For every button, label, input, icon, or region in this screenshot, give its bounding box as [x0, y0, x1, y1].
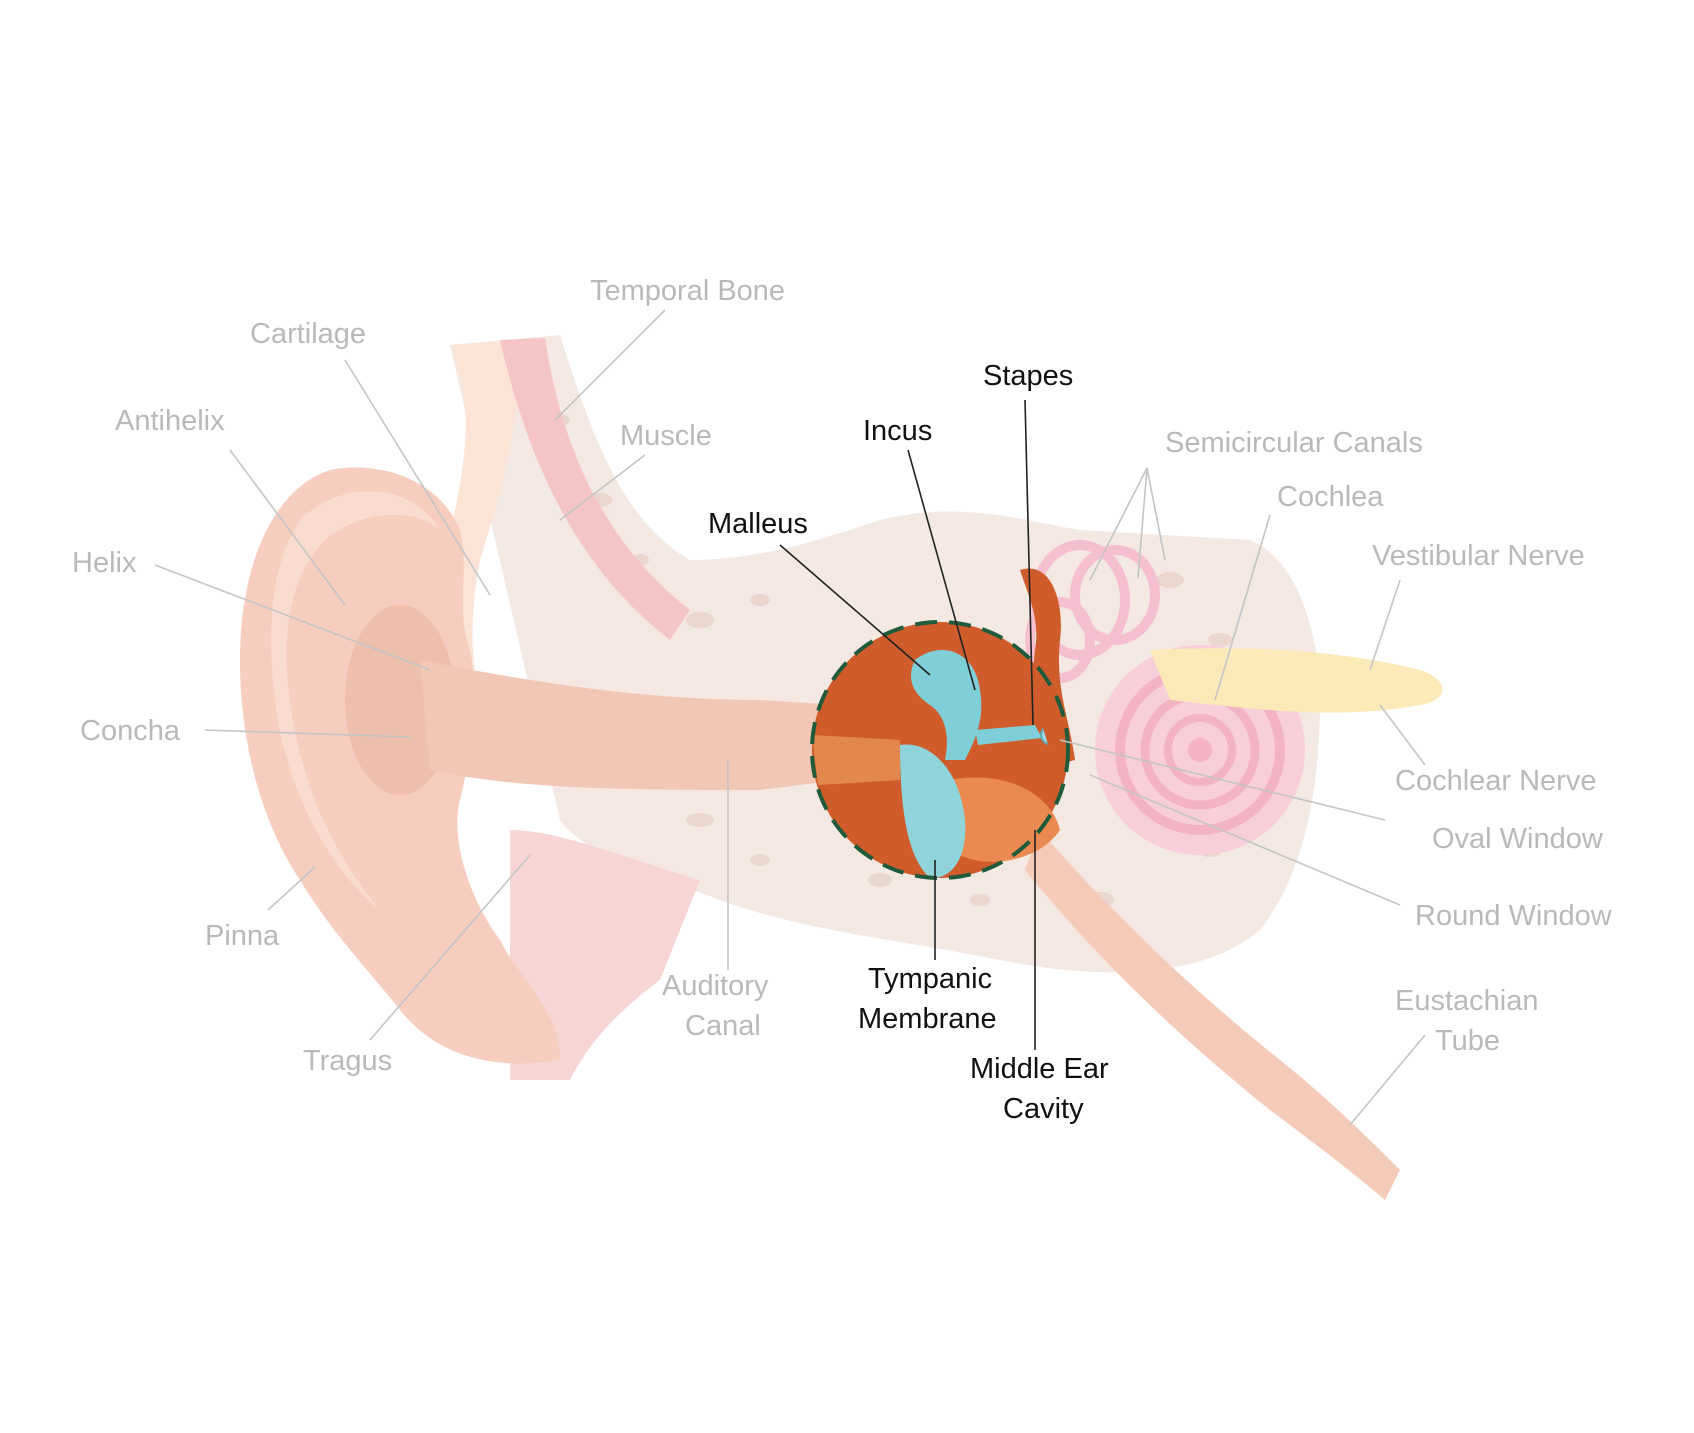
- label-oval-window: Oval Window: [1432, 823, 1604, 855]
- label-concha: Concha: [80, 715, 181, 747]
- leader-tragus: [369, 854, 531, 1041]
- leader-helix: [154, 564, 431, 671]
- focus-ring: [810, 620, 1070, 880]
- inner-bone-arc: [1020, 568, 1075, 765]
- tympanic-membrane-shape: [900, 744, 966, 879]
- label-cochlea: Cochlea: [1277, 481, 1384, 513]
- label-tympanic-membrane-line1: Tympanic: [868, 963, 992, 995]
- label-cartilage: Cartilage: [250, 318, 366, 350]
- leader-semicircular-2: [1137, 467, 1148, 579]
- leader-vestibular-nerve: [1369, 579, 1401, 671]
- label-middle-ear-cavity-line1: Middle Ear: [970, 1053, 1109, 1085]
- label-stapes: Stapes: [983, 360, 1073, 392]
- label-malleus: Malleus: [708, 508, 808, 540]
- labels: Temporal Bone Cartilage Antihelix Muscle…: [72, 275, 1613, 1125]
- leader-concha: [204, 729, 411, 738]
- nerve-bundle-shape: [1150, 648, 1443, 713]
- leader-malleus: [779, 544, 931, 676]
- stapes-shape: [975, 725, 1042, 745]
- leader-stapes: [1024, 399, 1034, 726]
- cavity-region: [941, 777, 1060, 862]
- label-tympanic-membrane-line2: Membrane: [858, 1003, 997, 1035]
- label-cochlear-nerve: Cochlear Nerve: [1395, 765, 1596, 797]
- leader-muscle: [559, 454, 646, 521]
- leader-semicircular-1: [1089, 467, 1148, 581]
- label-eustachian-tube-line2: Tube: [1435, 1025, 1500, 1057]
- leader-cochlear-nerve: [1379, 704, 1426, 766]
- middle-ear-highlight: [810, 568, 1075, 880]
- leader-oval-window: [1059, 739, 1386, 821]
- leader-round-window: [1089, 774, 1401, 906]
- label-round-window: Round Window: [1415, 900, 1613, 932]
- label-muscle: Muscle: [620, 420, 712, 452]
- label-semicircular-canals: Semicircular Canals: [1165, 427, 1423, 459]
- ossicles-shape: [910, 650, 982, 760]
- auditory-canal-shape: [420, 660, 840, 790]
- canal-segment: [812, 735, 900, 785]
- lower-tissue: [510, 830, 700, 1080]
- leader-antihelix: [229, 449, 346, 606]
- label-middle-ear-cavity-line2: Cavity: [1003, 1093, 1084, 1125]
- leader-cartilage: [344, 359, 491, 596]
- label-pinna: Pinna: [205, 920, 280, 952]
- leader-eustachian-tube: [1349, 1034, 1426, 1126]
- label-helix: Helix: [72, 547, 137, 579]
- label-antihelix: Antihelix: [115, 405, 225, 437]
- leader-cochlea: [1214, 514, 1271, 701]
- label-auditory-canal-line2: Canal: [685, 1010, 761, 1042]
- leader-incus: [907, 449, 976, 691]
- eustachian-tube-shape: [1025, 830, 1400, 1200]
- muscle-band: [500, 338, 690, 640]
- label-eustachian-tube-line1: Eustachian: [1395, 985, 1539, 1017]
- leader-semicircular-3: [1146, 467, 1166, 561]
- label-vestibular-nerve: Vestibular Nerve: [1372, 540, 1585, 572]
- leader-pinna: [267, 866, 316, 911]
- leader-temporal-bone: [554, 309, 666, 421]
- label-incus: Incus: [863, 415, 932, 447]
- concha-bowl: [345, 605, 455, 795]
- label-tragus: Tragus: [303, 1045, 392, 1077]
- helix-rim: [271, 491, 440, 910]
- label-auditory-canal-line1: Auditory: [662, 970, 769, 1002]
- label-temporal-bone: Temporal Bone: [590, 275, 785, 307]
- leader-lines: [154, 309, 1426, 1126]
